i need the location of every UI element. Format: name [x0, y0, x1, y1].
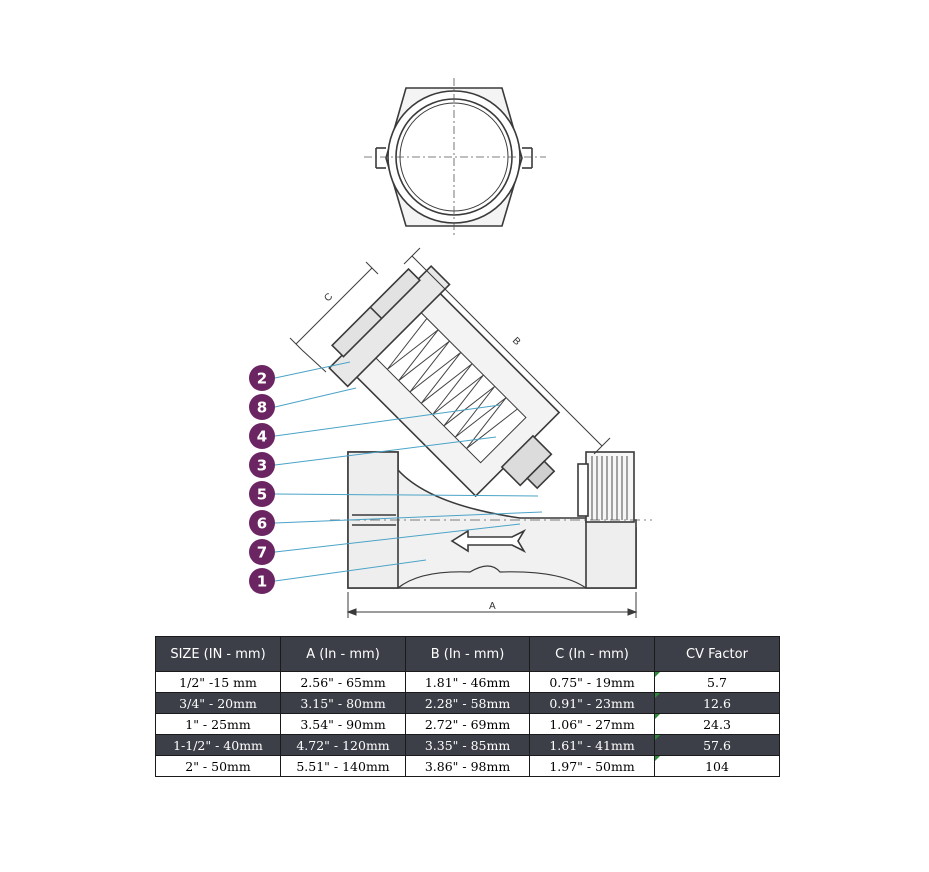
leader-lines — [274, 361, 543, 582]
cell-size: 1" - 25mm — [155, 713, 281, 735]
callout-badge-circle — [249, 568, 275, 594]
side-view — [289, 247, 652, 618]
dimension-a — [346, 592, 638, 618]
dimension-b — [403, 247, 611, 455]
cell-a: 3.15" - 80mm — [280, 692, 406, 714]
cell-b: 2.28" - 58mm — [405, 692, 530, 714]
callout-badge-number: 6 — [257, 515, 267, 533]
cell-a: 3.54" - 90mm — [280, 713, 406, 735]
table-header-row: SIZE (IN - mm) A (In - mm) B (In - mm) C… — [155, 636, 780, 672]
cell-a: 5.51" - 140mm — [280, 755, 406, 777]
dimension-label-b: B — [510, 335, 523, 348]
cell-cv: 24.3 — [654, 713, 780, 735]
callout-badge-7: 7 — [249, 539, 275, 565]
callout-badge-circle — [249, 510, 275, 536]
cell-cv: 12.6 — [654, 692, 780, 714]
callout-badge-circle — [249, 452, 275, 478]
callout-badge-number: 2 — [257, 370, 267, 388]
callout-badges: 2 8 4 3 5 6 7 1 — [249, 365, 275, 594]
cell-c: 0.91" - 23mm — [529, 692, 655, 714]
table-row: 1/2" -15 mm 2.56" - 65mm 1.81" - 46mm 0.… — [155, 671, 780, 693]
callout-badge-circle — [249, 423, 275, 449]
callout-badge-circle — [249, 481, 275, 507]
header-b: B (In - mm) — [405, 636, 530, 672]
top-view — [364, 78, 546, 236]
callout-badge-number: 7 — [257, 544, 267, 562]
cell-cv: 104 — [654, 755, 780, 777]
callout-badge-circle — [249, 394, 275, 420]
dimension-label-c: C — [322, 291, 335, 304]
cell-cv: 5.7 — [654, 671, 780, 693]
callout-badge-number: 3 — [257, 457, 267, 475]
cell-c: 1.97" - 50mm — [529, 755, 655, 777]
callout-badge-circle — [249, 365, 275, 391]
mesh-spring — [386, 318, 518, 449]
cell-b: 3.35" - 85mm — [405, 734, 530, 756]
cell-a: 4.72" - 120mm — [280, 734, 406, 756]
flow-arrow — [450, 529, 527, 553]
header-a: A (In - mm) — [280, 636, 406, 672]
cell-size: 3/4" - 20mm — [155, 692, 281, 714]
y-strainer-diagram: A B C 2 8 4 3 5 6 7 1 — [249, 78, 652, 618]
threaded-end — [585, 451, 635, 523]
right-port-nut — [585, 519, 637, 589]
callout-badge-3: 3 — [249, 452, 275, 478]
size-spec-table: SIZE (IN - mm) A (In - mm) B (In - mm) C… — [155, 636, 780, 777]
callout-badge-4: 4 — [249, 423, 275, 449]
cell-size: 2" - 50mm — [155, 755, 281, 777]
header-size: SIZE (IN - mm) — [155, 636, 281, 672]
table-row: 1-1/2" - 40mm 4.72" - 120mm 3.35" - 85mm… — [155, 734, 780, 756]
callout-badge-number: 8 — [257, 399, 267, 417]
callout-badge-number: 1 — [257, 573, 267, 591]
cell-b: 3.86" - 98mm — [405, 755, 530, 777]
callout-badge-1: 1 — [249, 568, 275, 594]
cell-a: 2.56" - 65mm — [280, 671, 406, 693]
callout-badge-number: 4 — [257, 428, 267, 446]
callout-badge-circle — [249, 539, 275, 565]
cell-c: 0.75" - 19mm — [529, 671, 655, 693]
callout-badge-2: 2 — [249, 365, 275, 391]
header-cv-factor: CV Factor — [654, 636, 780, 672]
table-row: 3/4" - 20mm 3.15" - 80mm 2.28" - 58mm 0.… — [155, 692, 780, 714]
cell-c: 1.06" - 27mm — [529, 713, 655, 735]
callout-badge-5: 5 — [249, 481, 275, 507]
cell-b: 2.72" - 69mm — [405, 713, 530, 735]
table-row: 2" - 50mm 5.51" - 140mm 3.86" - 98mm 1.9… — [155, 755, 780, 777]
callout-badge-8: 8 — [249, 394, 275, 420]
cell-b: 1.81" - 46mm — [405, 671, 530, 693]
cell-c: 1.61" - 41mm — [529, 734, 655, 756]
strainer-leg — [328, 265, 561, 498]
callout-badge-6: 6 — [249, 510, 275, 536]
dimension-label-a: A — [489, 601, 496, 612]
cell-size: 1-1/2" - 40mm — [155, 734, 281, 756]
callout-badge-number: 5 — [257, 486, 267, 504]
cell-size: 1/2" -15 mm — [155, 671, 281, 693]
cell-cv: 57.6 — [654, 734, 780, 756]
header-c: C (In - mm) — [529, 636, 655, 672]
table-row: 1" - 25mm 3.54" - 90mm 2.72" - 69mm 1.06… — [155, 713, 780, 735]
